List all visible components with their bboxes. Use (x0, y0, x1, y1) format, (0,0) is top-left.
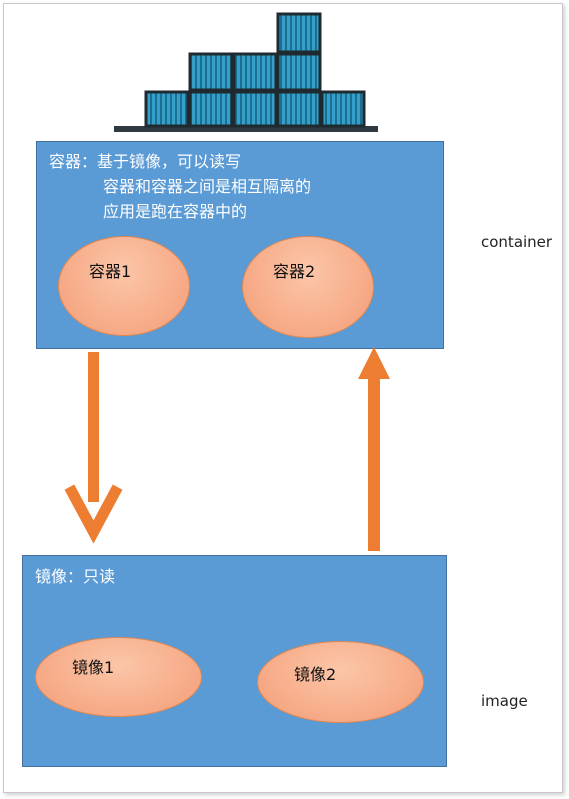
container-side-label: container (481, 233, 553, 251)
container-line-2: 容器和容器之间是相互隔离的 (103, 177, 312, 196)
container-stack-icon (114, 12, 378, 132)
down-arrow-icon (64, 352, 123, 544)
image-2-label: 镜像2 (294, 665, 337, 684)
image-1-label: 镜像1 (72, 658, 115, 677)
container-1-ellipse (58, 236, 190, 336)
container-2-ellipse (242, 236, 374, 338)
container-description: 容器：基于镜像，可以读写 容器和容器之间是相互隔离的 应用是跑在容器中的 (49, 149, 311, 224)
container-line-3: 应用是跑在容器中的 (103, 202, 248, 221)
up-arrow-icon (358, 347, 390, 551)
image-2-ellipse (257, 641, 424, 723)
container-line-1: 容器：基于镜像，可以读写 (49, 152, 242, 171)
image-title: 镜像：只读 (35, 567, 116, 586)
image-side-label: image (481, 692, 528, 710)
container-2-label: 容器2 (273, 262, 316, 281)
container-1-label: 容器1 (89, 262, 132, 281)
image-1-ellipse (35, 637, 202, 717)
